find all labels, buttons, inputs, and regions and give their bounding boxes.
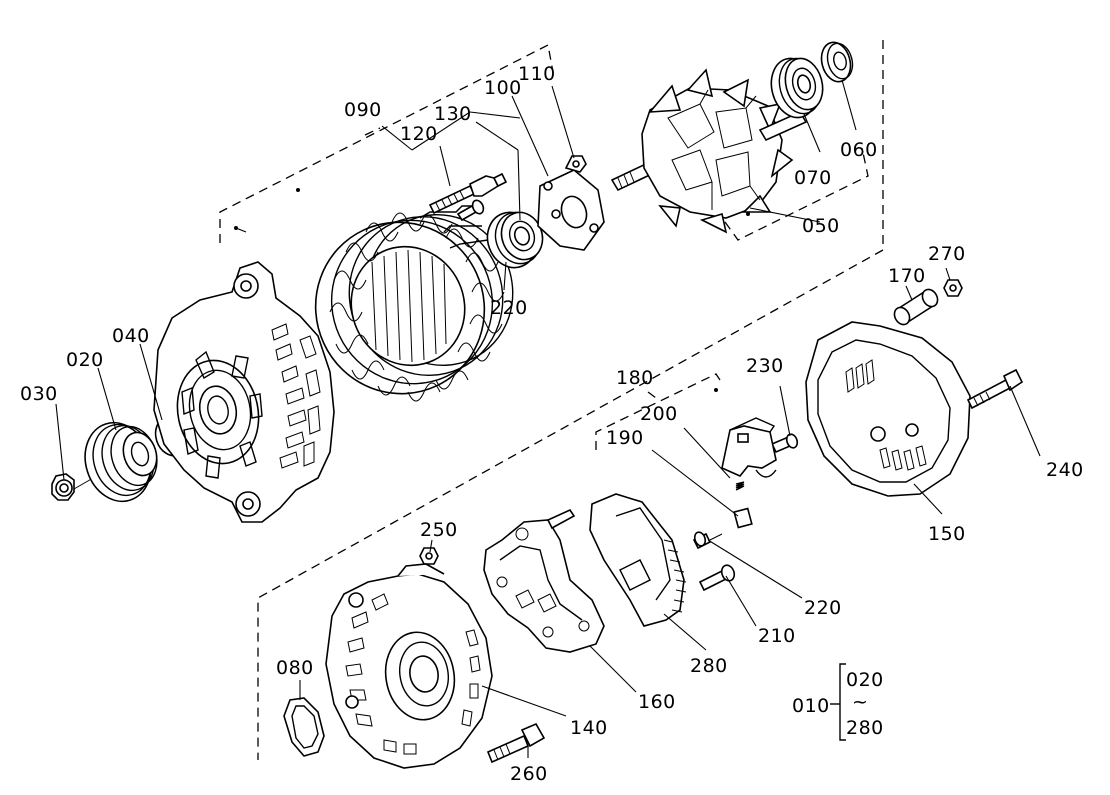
callout-130: 130 [434, 103, 472, 125]
brush-holder-200-part [721, 417, 777, 478]
nut-250-part [419, 547, 439, 565]
callout-220-lower: 220 [804, 597, 842, 619]
callout-280: 280 [690, 655, 728, 677]
assembly-outline-090 [219, 44, 554, 243]
rear-cover-150-part [805, 321, 971, 497]
nut-270-part [943, 279, 963, 297]
range-start-label: 020 [846, 669, 884, 691]
screw-130-part [456, 199, 485, 222]
callout-210: 210 [758, 625, 796, 647]
callout-070: 070 [794, 167, 832, 189]
callout-240: 240 [1046, 459, 1084, 481]
assembly-outline-180 [595, 373, 721, 450]
nut-030-part [51, 473, 101, 501]
range-tilde-label: ~ [852, 691, 868, 713]
callout-260: 260 [510, 763, 548, 785]
screw-220-lower-part [692, 531, 723, 550]
callout-220-upper: 220 [490, 297, 528, 319]
callout-030: 030 [20, 383, 58, 405]
brush-spring-190-part [733, 481, 753, 529]
gasket-080-part [283, 697, 325, 757]
pulley-020-part [84, 421, 158, 503]
retainer-plate-100-part [537, 169, 605, 251]
callout-200: 200 [640, 403, 678, 425]
callout-060: 060 [840, 139, 878, 161]
callout-labels: 030 020 040 090 120 130 100 110 220 070 … [20, 63, 1084, 785]
bushing-170-part [893, 288, 939, 326]
front-bracket-part [153, 261, 335, 523]
stator-part [314, 205, 514, 402]
screw-210-part [698, 564, 736, 592]
rotor-part [610, 68, 808, 234]
bolt-260-part [486, 722, 546, 764]
callout-230: 230 [746, 355, 784, 377]
callout-140: 140 [570, 717, 608, 739]
screw-110-part [564, 155, 587, 173]
bearing-070-part [770, 57, 824, 119]
callout-160: 160 [638, 691, 676, 713]
regulator-280-part [589, 493, 687, 627]
callout-270: 270 [928, 243, 966, 265]
leader-dots [234, 188, 750, 392]
rear-bracket-140-part [325, 563, 493, 769]
bearing-cover-060-part [820, 41, 854, 83]
callout-190: 190 [606, 427, 644, 449]
assembly-outline-050 [724, 147, 869, 241]
callout-110: 110 [518, 63, 556, 85]
callout-020: 020 [66, 349, 104, 371]
callout-170: 170 [888, 265, 926, 287]
callout-250: 250 [420, 519, 458, 541]
range-end-label: 280 [846, 717, 884, 739]
callout-040: 040 [112, 325, 150, 347]
stud-bolt-120-part [428, 172, 508, 215]
callout-080: 080 [276, 657, 314, 679]
bolt-240-part [966, 368, 1024, 410]
range-bracket [830, 663, 846, 741]
leader-lines [55, 79, 1041, 758]
callout-010: 010 [792, 695, 830, 717]
screw-230-part [770, 433, 799, 454]
callout-100: 100 [484, 77, 522, 99]
callout-120: 120 [400, 123, 438, 145]
callout-050: 050 [802, 215, 840, 237]
assembly-outline-main [257, 40, 884, 760]
bearing-220-part [486, 211, 544, 269]
callout-180: 180 [616, 367, 654, 389]
callout-150: 150 [928, 523, 966, 545]
rectifier-160-part [483, 508, 605, 653]
callout-090: 090 [344, 99, 382, 121]
